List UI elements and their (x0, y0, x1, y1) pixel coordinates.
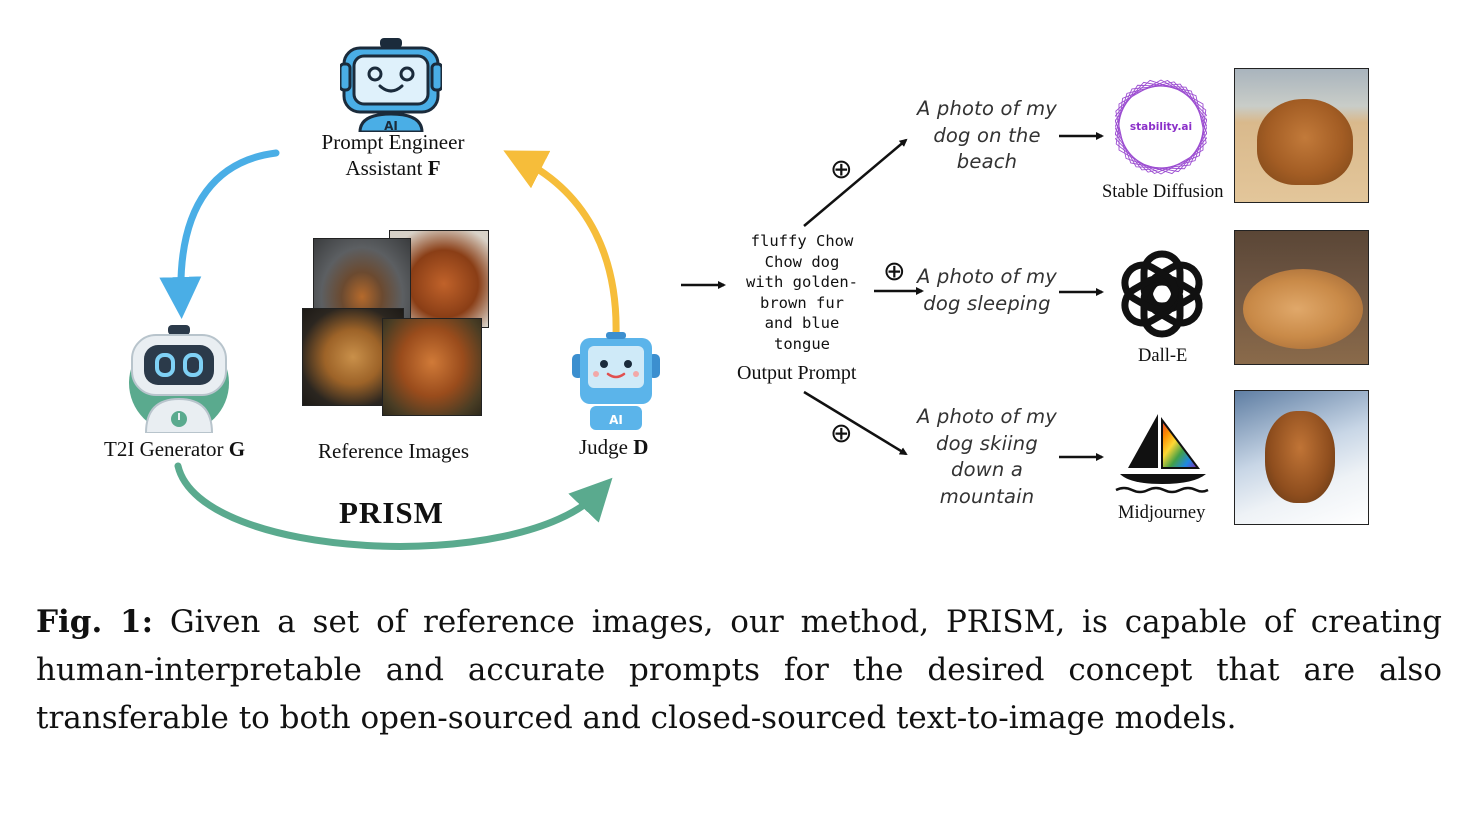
plus-bottom: ⊕ (830, 418, 853, 449)
model-label-dall-e: Dall-E (1138, 346, 1188, 366)
t2i-generator-robot-icon (129, 325, 229, 433)
prism-loop-arrows (159, 149, 620, 550)
generated-image-sleeping (1234, 230, 1369, 365)
caption-text: Given a set of reference images, our met… (36, 604, 1442, 736)
t2i-generator-label: T2I Generator G (104, 437, 246, 461)
green-arrow (174, 462, 613, 550)
figure-caption: Fig. 1: Given a set of reference images,… (36, 598, 1442, 742)
judge-label: Judge D (579, 435, 649, 459)
svg-text:stability.ai: stability.ai (1130, 121, 1192, 133)
generated-image-skiing (1234, 390, 1369, 525)
caption-fig-label: Fig. 1: (36, 604, 154, 640)
output-prompt-text: fluffy Chow Chow dog with golden- brown … (746, 232, 858, 353)
reference-images-label: Reference Images (318, 439, 469, 463)
model-label-midjourney: Midjourney (1118, 503, 1206, 523)
branch-arrows (681, 132, 1104, 461)
prompt-engineer-label: Prompt Engineer (321, 130, 465, 154)
branch-arrow-top (803, 138, 908, 227)
generated-image-beach (1234, 68, 1369, 203)
prompt-engineer-robot-icon: AI (340, 38, 442, 132)
yellow-arrow (503, 150, 620, 340)
svg-text:AI: AI (609, 413, 623, 427)
midjourney-logo-icon (1115, 414, 1209, 494)
judge-robot-icon: AI (572, 332, 660, 430)
svg-text:AI: AI (384, 119, 398, 132)
plus-middle: ⊕ (883, 256, 906, 287)
reference-image-4 (382, 318, 482, 416)
branch-arrow-bottom (803, 390, 908, 456)
prompt-engineer-sub-label: Assistant F (345, 156, 441, 180)
openai-logo-icon (1121, 250, 1203, 338)
blue-arrow (159, 149, 280, 319)
branch-phrase-middle: A photo of my dog sleeping (916, 265, 1058, 315)
plus-top: ⊕ (830, 154, 853, 185)
model-label-stable-diffusion: Stable Diffusion (1102, 182, 1224, 202)
branch-phrase-bottom: A photo of my dog skiing down a mountain (916, 405, 1058, 508)
branch-phrase-top: A photo of my dog on the beach (916, 97, 1058, 173)
output-prompt-label: Output Prompt (737, 362, 857, 384)
stability-ai-logo-icon: stability.ai (1115, 79, 1207, 175)
prism-label: PRISM (339, 495, 444, 530)
